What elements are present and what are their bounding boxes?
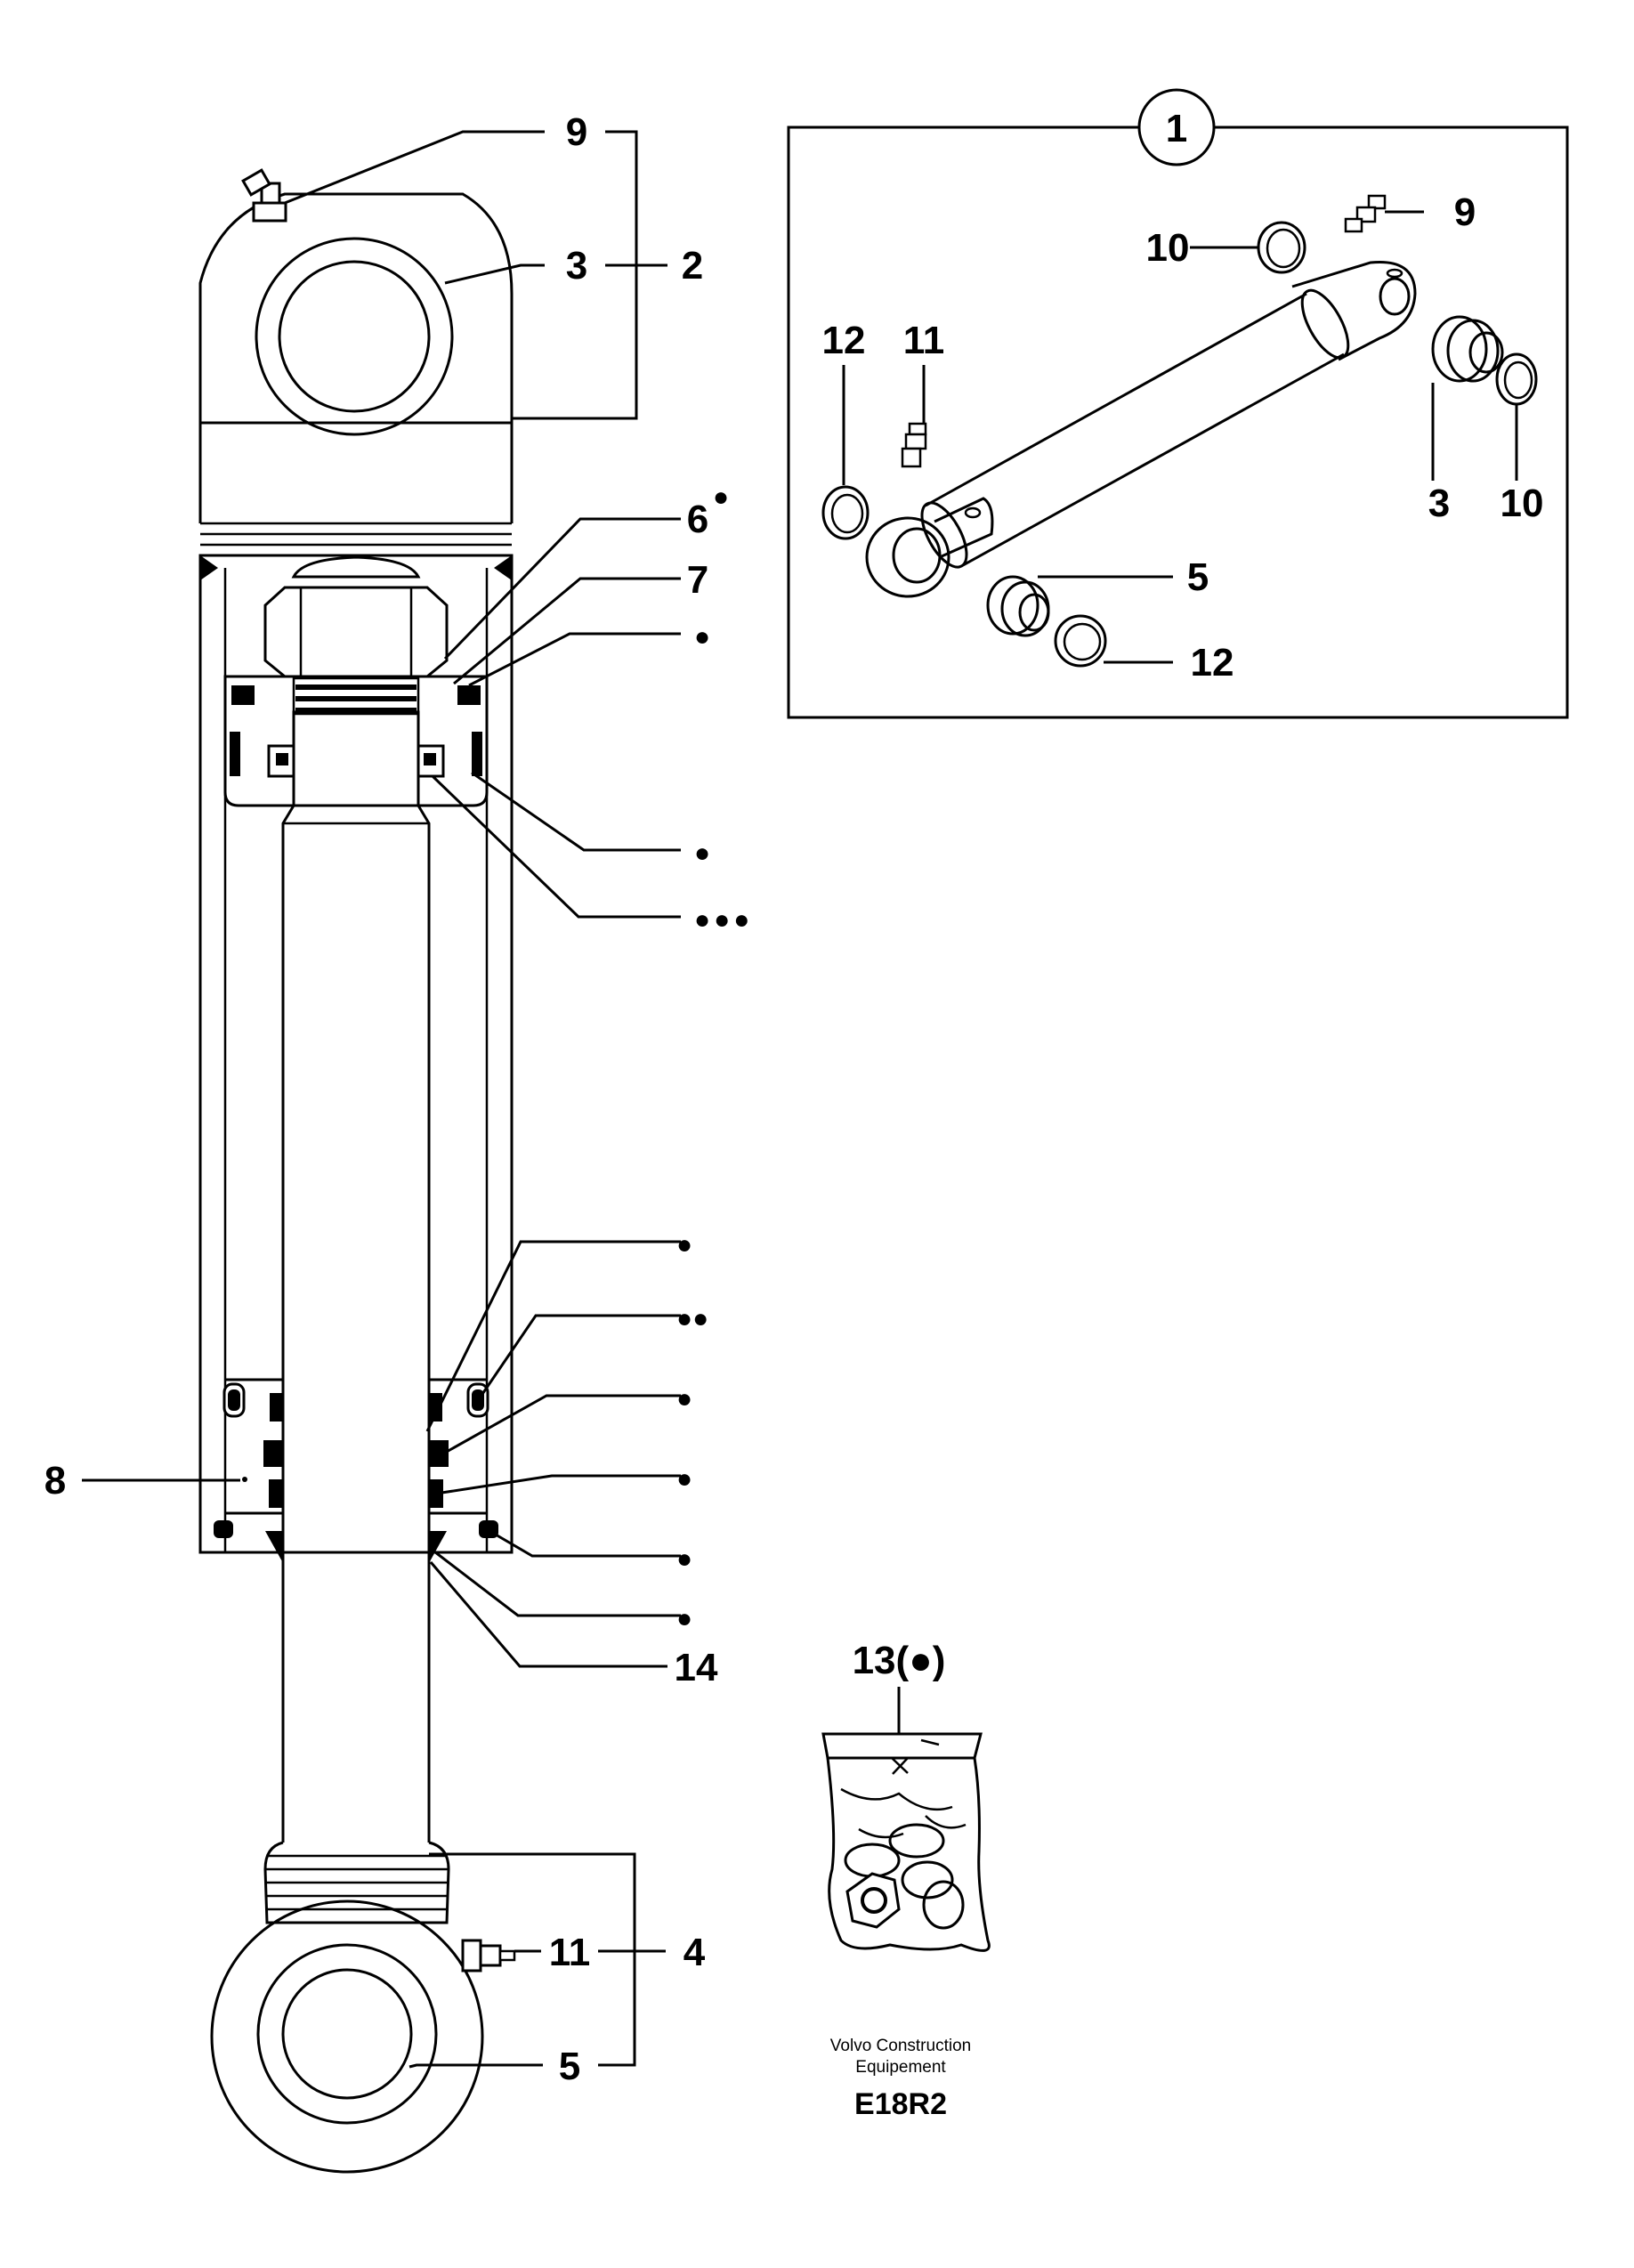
seal-ring-12-bottom <box>1054 614 1107 668</box>
detail-label-11: 11 <box>903 319 945 362</box>
cylinder-section-view <box>198 168 516 2174</box>
drawing-code: E18R2 <box>854 2087 947 2121</box>
cylinder-head-eye <box>198 192 514 425</box>
detail-parts <box>821 194 1538 668</box>
dot-marker-b: ● <box>694 838 710 868</box>
head-bushing-inner <box>278 260 431 413</box>
detail-label-9: 9 <box>1454 190 1476 234</box>
callout-4: 4 <box>684 1931 706 1974</box>
callout-2: 2 <box>682 244 703 288</box>
detail-box-item-1: 1 <box>787 88 1569 719</box>
callout-14: 14 <box>675 1646 718 1689</box>
detail-label-12-left: 12 <box>822 319 866 362</box>
dot-marker-double: ●● <box>676 1304 708 1333</box>
callout-labels: 9 3 2 6 ● 7 ● ● ●●● ● ●● ● ● ● ● 14 8 11… <box>44 110 753 2088</box>
cylinder-barrel <box>198 554 514 1554</box>
piston-rod <box>281 805 431 1843</box>
callout-6: 6 <box>687 498 708 541</box>
detail-label-10-top: 10 <box>1146 226 1190 270</box>
detail-label-5: 5 <box>1187 555 1209 599</box>
leader-lines <box>82 130 681 2069</box>
detail-label-12-bottom: 12 <box>1191 641 1234 684</box>
piston <box>223 675 489 807</box>
seal-kit-label: 13(●) <box>853 1639 946 1682</box>
callout-8: 8 <box>44 1459 66 1503</box>
detail-cylinder <box>865 260 1417 598</box>
seal-ring-10-right <box>1495 352 1538 406</box>
kit-nut <box>845 1872 901 1929</box>
grease-nipple-top <box>241 168 287 223</box>
callout-11: 11 <box>549 1931 591 1974</box>
dot-marker-e: ● <box>676 1464 692 1494</box>
company-line-2: Equipement <box>855 2058 946 2077</box>
seal-ring-12-left <box>821 485 870 540</box>
detail-leader-lines <box>842 210 1518 664</box>
detail-labels: 10 9 12 11 3 10 5 12 <box>822 190 1544 684</box>
grease-nipple-9-detail <box>1344 194 1387 233</box>
callout-5: 5 <box>559 2045 580 2088</box>
bushing-3 <box>1431 315 1504 383</box>
rod-eye <box>210 1841 484 2174</box>
dot-marker-d: ● <box>676 1384 692 1413</box>
piston-nut <box>263 555 449 678</box>
grease-nipple-bottom <box>461 1939 516 1972</box>
dot-marker-6: ● <box>713 482 729 512</box>
seal-kit-bag: 13(●) <box>821 1639 991 1952</box>
callout-9: 9 <box>566 110 587 154</box>
detail-box-frame <box>787 126 1569 719</box>
grease-nipple-11-detail <box>901 422 927 468</box>
dot-marker-g: ● <box>676 1604 692 1633</box>
callout-1: 1 <box>1166 107 1187 150</box>
dot-marker-triple: ●●● <box>694 905 753 935</box>
detail-label-10-right: 10 <box>1501 482 1544 525</box>
callout-3: 3 <box>566 244 587 288</box>
dot-marker-a: ● <box>694 622 710 652</box>
detail-label-3: 3 <box>1428 482 1450 525</box>
head-bushing-outer <box>255 237 454 436</box>
bushing-5 <box>986 575 1050 637</box>
footer: Volvo Construction Equipement E18R2 <box>830 2037 971 2121</box>
dot-marker-f: ● <box>676 1544 692 1574</box>
company-line-1: Volvo Construction <box>830 2037 971 2055</box>
callout-1-circle <box>1137 88 1216 166</box>
callout-7: 7 <box>687 558 708 602</box>
cylinder-gland <box>214 1378 498 1563</box>
dot-marker-c: ● <box>676 1230 692 1260</box>
